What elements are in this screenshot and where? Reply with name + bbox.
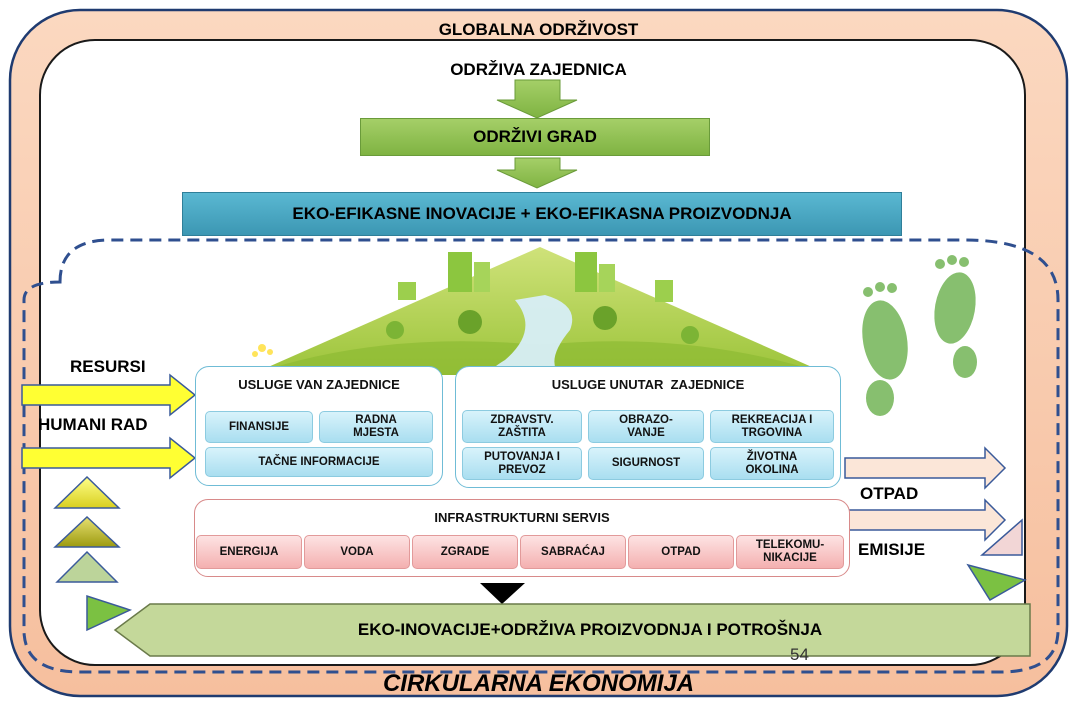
emissions-output-label: EMISIJE: [858, 540, 926, 559]
education-label: OBRAZO- VANJE: [619, 413, 673, 439]
security-cell: SIGURNOST: [588, 447, 704, 480]
telecom-label: TELEKOMU- NIKACIJE: [755, 539, 825, 564]
environment-label: ŽIVOTNA OKOLINA: [745, 450, 799, 476]
waste-cell: OTPAD: [628, 535, 734, 569]
waste-output-label: OTPAD: [860, 484, 919, 503]
infrastructure-title: INFRASTRUKTURNI SERVIS: [434, 510, 610, 525]
labor-label: RADNA MJESTA: [353, 414, 399, 439]
human-work-label: HUMANI RAD: [38, 415, 148, 434]
eco-efficient-label: EKO-EFIKASNE INOVACIJE + EKO-EFIKASNA PR…: [292, 204, 792, 223]
labor-cell: RADNA MJESTA: [319, 411, 433, 443]
services-outside-title: USLUGE VAN ZAJEDNICE: [238, 377, 400, 392]
resources-label: RESURSI: [70, 357, 146, 376]
page-number: 54: [790, 645, 809, 664]
education-cell: OBRAZO- VANJE: [588, 410, 704, 443]
recreation-cell: REKREACIJA I TRGOVINA: [710, 410, 834, 443]
buildings-cell: ZGRADE: [412, 535, 518, 569]
environment-cell: ŽIVOTNA OKOLINA: [710, 447, 834, 480]
water-cell: VODA: [304, 535, 410, 569]
sustainable-city-label: ODRŽIVI GRAD: [473, 127, 597, 146]
traffic-label: SABRAĆAJ: [541, 545, 605, 558]
eco-efficient-box: EKO-EFIKASNE INOVACIJE + EKO-EFIKASNA PR…: [182, 192, 902, 236]
finance-cell: FINANSIJE: [205, 411, 313, 443]
info-cell: TAČNE INFORMACIJE: [205, 447, 433, 477]
health-label: ZDRAVSTV. ZAŠTITA: [490, 413, 554, 439]
traffic-cell: SABRAĆAJ: [520, 535, 626, 569]
buildings-label: ZGRADE: [440, 545, 490, 558]
sustainable-city-box: ODRŽIVI GRAD: [360, 118, 710, 156]
recreation-label: REKREACIJA I TRGOVINA: [731, 413, 813, 439]
water-label: VODA: [340, 545, 374, 558]
energy-label: ENERGIJA: [219, 545, 279, 558]
eco-innovation-label: EKO-INOVACIJE+ODRŽIVA PROIZVODNJA I POTR…: [357, 620, 823, 639]
info-label: TAČNE INFORMACIJE: [258, 455, 380, 468]
sustainable-community-title: ODRŽIVA ZAJEDNICA: [450, 60, 627, 79]
travel-cell: PUTOVANJA I PREVOZ: [462, 447, 582, 480]
global-sustainability-title: GLOBALNA ODRŽIVOST: [438, 20, 639, 39]
finance-label: FINANSIJE: [228, 420, 290, 433]
circular-economy-title: CIRKULARNA EKONOMIJA: [382, 670, 695, 697]
health-cell: ZDRAVSTV. ZAŠTITA: [462, 410, 582, 443]
security-label: SIGURNOST: [611, 457, 681, 469]
waste-label: OTPAD: [661, 545, 701, 558]
travel-label: PUTOVANJA I PREVOZ: [484, 450, 560, 476]
energy-cell: ENERGIJA: [196, 535, 302, 569]
services-inside-title: USLUGE UNUTAR ZAJEDNICE: [551, 377, 745, 392]
telecom-cell: TELEKOMU- NIKACIJE: [736, 535, 844, 569]
